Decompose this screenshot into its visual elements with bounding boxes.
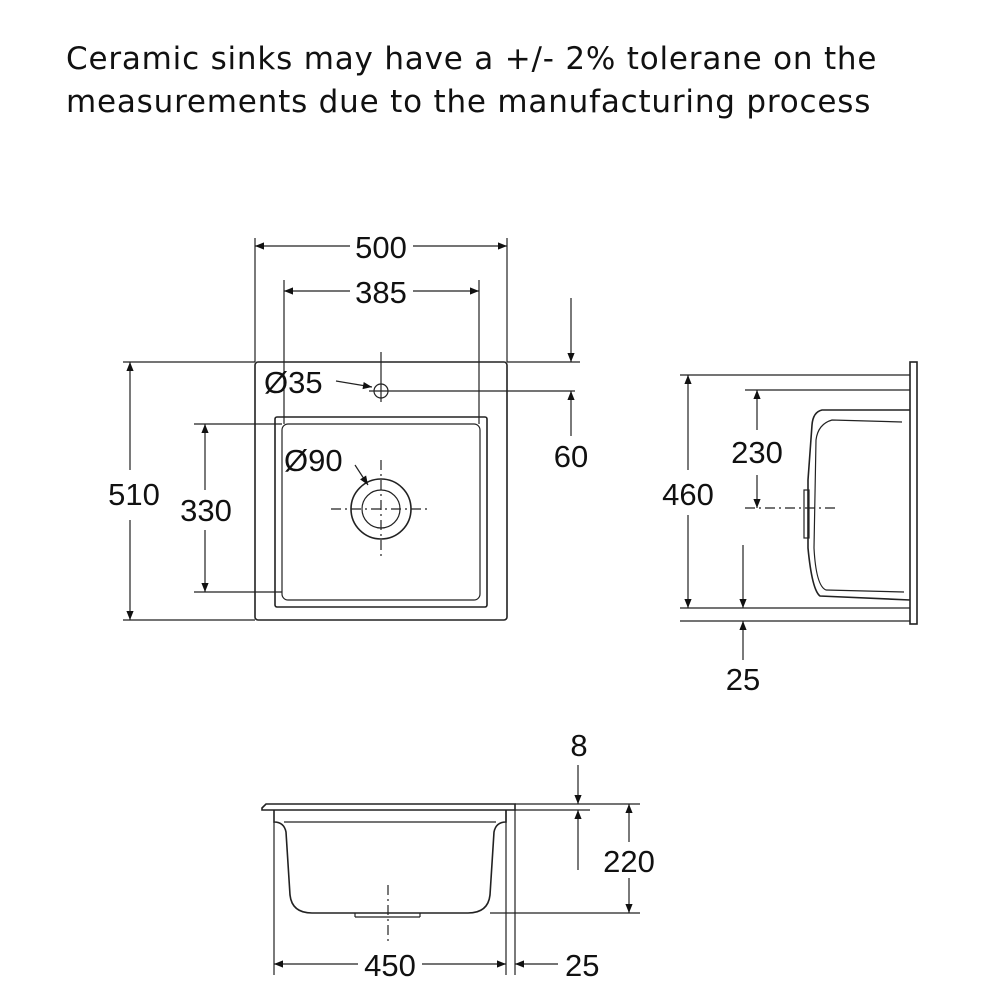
dim-label-220: 220 (603, 844, 655, 879)
side-rim (909, 361, 918, 625)
waste-hole-leader (354, 464, 369, 486)
tolerance-note-line-2: measurements due to the manufacturing pr… (66, 84, 872, 120)
bowl-inner-outline (281, 423, 481, 601)
dim-label-510: 510 (108, 477, 160, 512)
side-bowl-profile (807, 409, 911, 601)
top-view: 500 385 510 330 Ø35 Ø90 (108, 230, 588, 621)
tap-hole-label: Ø35 (264, 365, 323, 400)
dim-label-60: 60 (554, 439, 588, 474)
front-view: 8 220 450 25 (261, 728, 655, 983)
dim-label-230: 230 (731, 435, 783, 470)
dim-label-500: 500 (355, 230, 407, 265)
dim-label-385: 385 (355, 275, 407, 310)
dim-label-450: 450 (364, 948, 416, 983)
tolerance-note-line-1: Ceramic sinks may have a +/- 2% tolerane… (66, 41, 878, 77)
front-rim (261, 803, 516, 811)
side-view: 460 230 25 (662, 361, 918, 697)
bowl-outline (274, 416, 488, 608)
dim-label-8: 8 (570, 728, 587, 763)
front-bowl (273, 810, 507, 914)
tap-hole-leader (335, 380, 373, 390)
dim-label-330: 330 (180, 493, 232, 528)
dim-label-460: 460 (662, 477, 714, 512)
dim-label-25-front: 25 (565, 948, 599, 983)
dim-label-25-side: 25 (726, 662, 760, 697)
tolerance-note: Ceramic sinks may have a +/- 2% tolerane… (66, 38, 966, 124)
waste-hole-label: Ø90 (284, 443, 343, 478)
